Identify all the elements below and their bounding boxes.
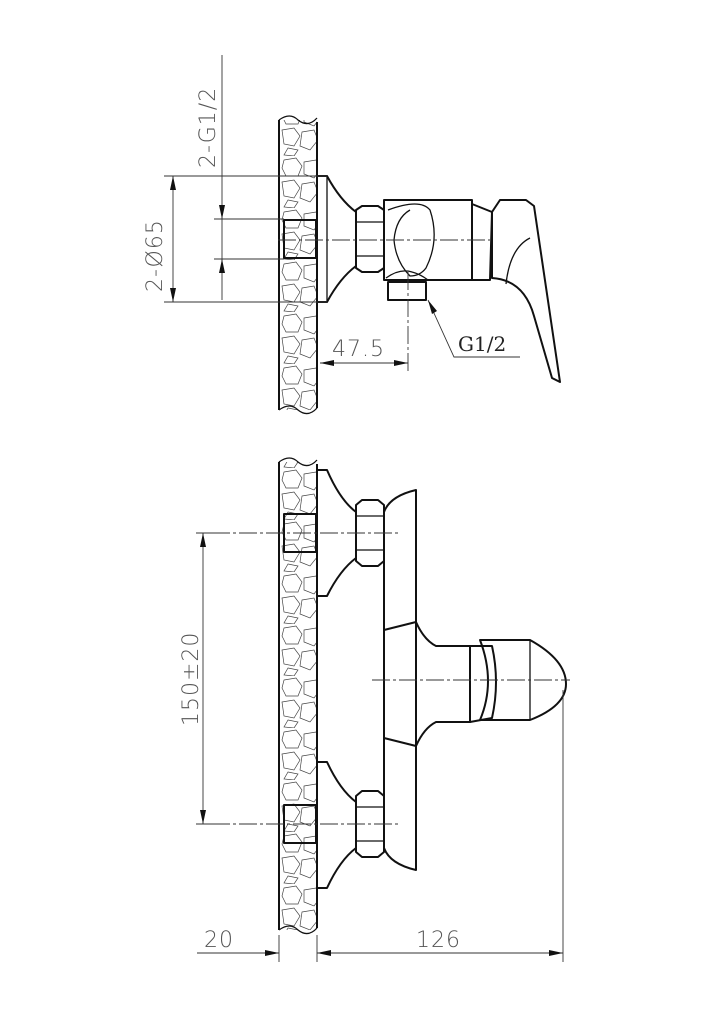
escutcheon <box>316 175 357 303</box>
dim-escutcheon-diameter: 2-Ø65 <box>143 175 327 303</box>
dim-inlet-thread: 2-G1/2 <box>196 55 284 300</box>
label-inlet-spacing: 150±20 <box>179 632 204 726</box>
label-outlet-thread: G1/2 <box>458 332 506 356</box>
lever-handle <box>491 199 561 383</box>
escutcheon-lower <box>316 761 357 889</box>
dim-wall-thickness: 20 <box>197 928 318 962</box>
dim-outlet-projection: 47.5 <box>320 337 408 366</box>
side-view <box>278 115 561 415</box>
handle-cap <box>479 639 567 721</box>
mixer-body-front <box>383 489 417 871</box>
dim-total-depth: 126 <box>317 690 564 962</box>
cartridge <box>471 203 493 281</box>
label-outlet-projection: 47.5 <box>332 337 385 362</box>
hex-nut <box>355 205 385 273</box>
label-inlet-thread: 2-G1/2 <box>196 87 221 168</box>
leader-outlet-thread: G1/2 <box>427 299 520 358</box>
wall-section-top <box>278 115 318 415</box>
label-wall-thickness: 20 <box>204 928 234 953</box>
outlet <box>387 281 427 301</box>
front-view <box>212 457 570 935</box>
label-escutcheon-diameter: 2-Ø65 <box>143 219 168 292</box>
hex-nut-lower <box>355 790 385 858</box>
dim-inlet-spacing: 150±20 <box>179 532 230 825</box>
label-total-depth: 126 <box>416 928 461 953</box>
cartridge-front <box>469 645 497 723</box>
